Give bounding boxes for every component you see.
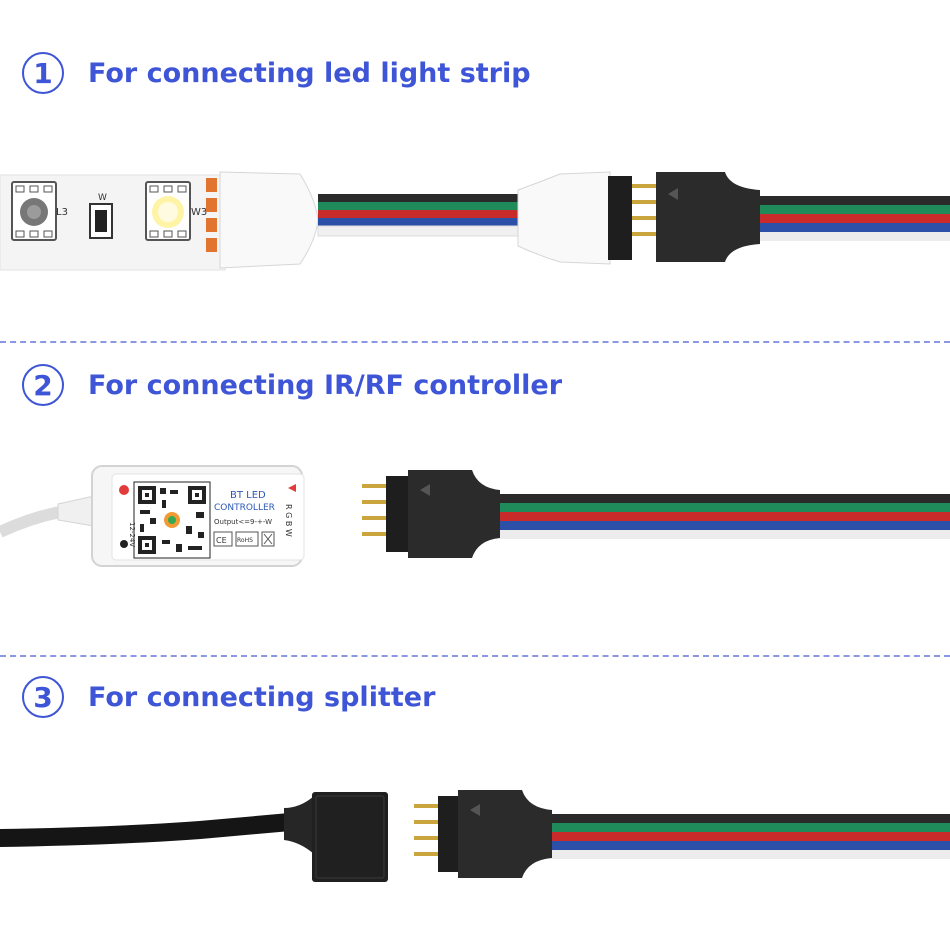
gold-pins [414, 804, 438, 856]
pin-header [386, 476, 410, 552]
direction-arrow-icon [288, 484, 296, 492]
section-2-number: 2 [22, 364, 64, 406]
power-indicator-icon [119, 485, 129, 495]
controller-connection-illustration: BT LED CONTROLLER Output<=9-+-W CE RoHS … [0, 465, 950, 567]
pin-header [438, 796, 460, 872]
info-dot-icon [120, 540, 128, 548]
arrow-icon [420, 484, 430, 496]
section-3: 3 For connecting splitter [0, 656, 950, 950]
section-3-title: For connecting splitter [88, 681, 436, 713]
controller-output-spec: Output<=9-+-W [214, 518, 272, 526]
splitter-connection-illustration [0, 790, 950, 882]
female-connector-edge [315, 795, 385, 879]
male-connector-housing [458, 790, 552, 878]
rohs-mark [235, 531, 259, 547]
rohs-mark-label: RoHS [237, 537, 253, 544]
controller-pin-labels: R G B W [284, 504, 293, 537]
controller-title-line2: CONTROLLER [214, 503, 275, 513]
controller-title-line1: BT LED [230, 490, 266, 501]
section-1-number: 1 [22, 52, 64, 94]
arrow-icon [668, 188, 678, 200]
female-connector-housing [312, 792, 388, 882]
section-3-number: 3 [22, 676, 64, 718]
cable-strain-relief [57, 495, 95, 527]
long-wire-bundle [500, 494, 950, 539]
divider-2 [0, 655, 950, 657]
gold-pins [632, 184, 656, 236]
short-wire-bundle [317, 194, 519, 237]
male-connector-housing [656, 172, 760, 262]
section-2-heading: 2 For connecting IR/RF controller [22, 360, 562, 410]
female-connector-strain-relief [284, 796, 314, 854]
long-wire-bundle [552, 814, 950, 859]
connector-clip-cap [517, 171, 611, 265]
ce-mark-label: CE [216, 536, 227, 545]
controller-voltage: 12-24V [128, 522, 136, 547]
weee-cross-icon [263, 533, 273, 545]
divider-1 [0, 341, 950, 343]
section-2: 2 For connecting IR/RF controller BT L [0, 342, 950, 654]
section-1: 1 For connecting led light strip L3 W [0, 0, 950, 340]
gold-pins [362, 484, 386, 536]
section-1-title: For connecting led light strip [88, 57, 531, 89]
qr-code-icon [133, 481, 211, 559]
ce-mark [213, 531, 233, 547]
arrow-icon [470, 804, 480, 816]
led-strip: L3 W W3 [0, 174, 226, 271]
led-strip-connection-illustration: L3 W W3 [0, 171, 950, 271]
splitter-cable [0, 813, 299, 847]
section-3-heading: 3 For connecting splitter [22, 672, 435, 722]
section-2-title: For connecting IR/RF controller [88, 369, 563, 401]
strip-label-w: W [98, 193, 107, 203]
male-connector-housing [408, 470, 500, 558]
long-wire-bundle [760, 196, 950, 241]
pin-header [608, 176, 632, 260]
section-1-heading: 1 For connecting led light strip [22, 48, 531, 98]
strip-clip-cap [219, 171, 319, 269]
strip-label-l3: L3 [56, 207, 68, 218]
strip-label-w3: W3 [191, 207, 207, 218]
